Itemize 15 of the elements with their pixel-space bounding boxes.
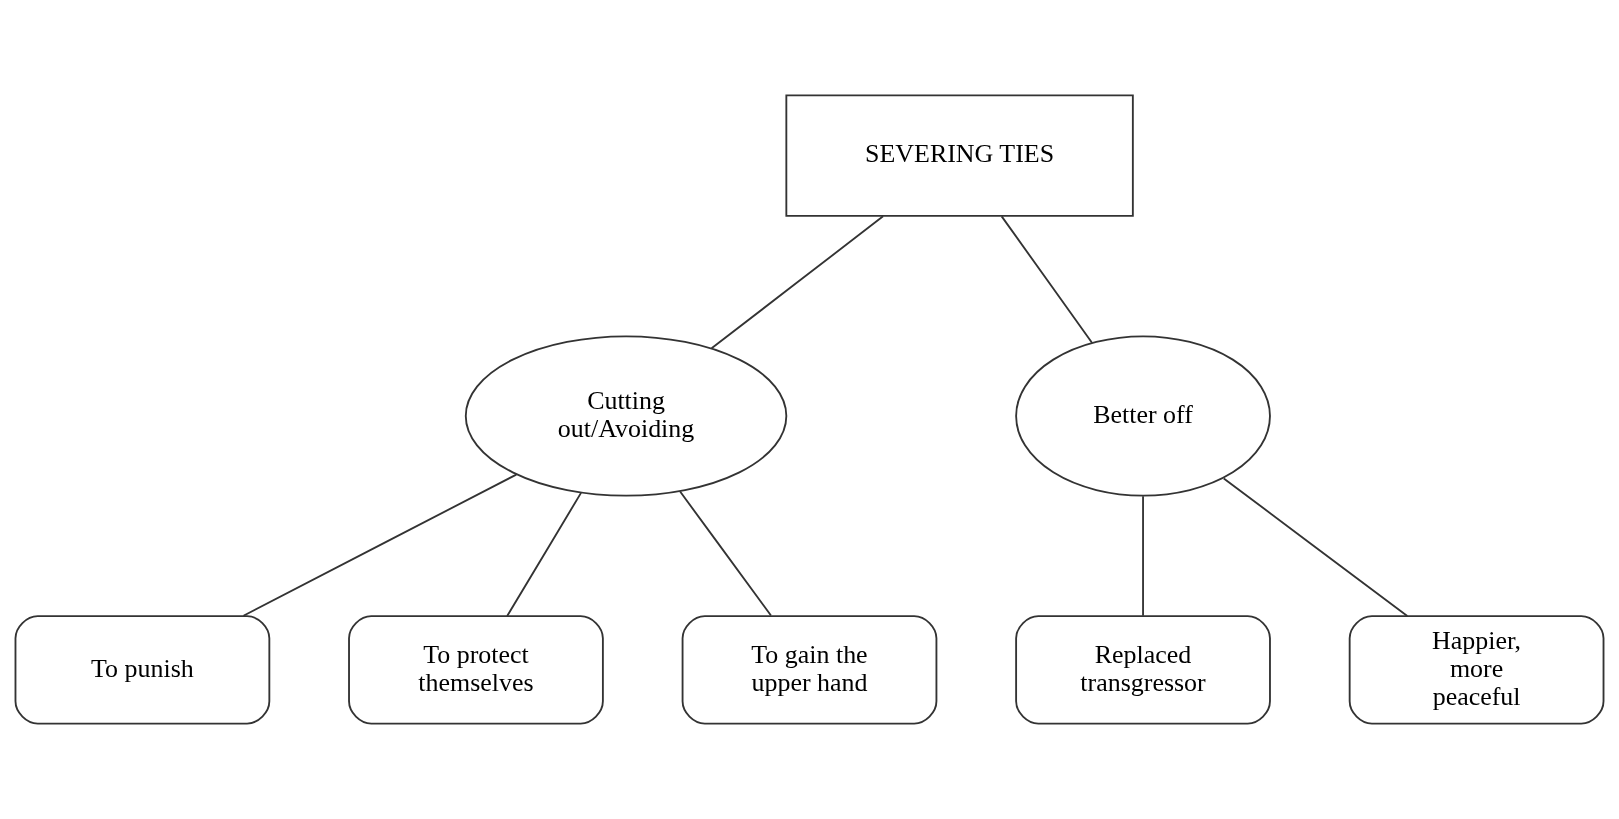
node-box: To gain the upper hand xyxy=(681,615,938,725)
connector xyxy=(1222,477,1409,617)
node-box: SEVERING TIES xyxy=(785,94,1134,217)
connector xyxy=(506,491,582,617)
node-box: To protect themselves xyxy=(348,615,604,725)
node-box: Replaced transgressor xyxy=(1015,615,1271,725)
node-ellipse: Better off xyxy=(1015,335,1271,497)
node-box: Happier, more peaceful xyxy=(1348,615,1605,725)
node-box: To punish xyxy=(14,615,271,725)
connector xyxy=(242,473,518,617)
connector xyxy=(679,490,772,617)
node-ellipse: Cutting out/Avoiding xyxy=(464,335,788,497)
connector xyxy=(710,215,884,350)
connector xyxy=(1142,495,1144,617)
connector xyxy=(1000,215,1093,344)
